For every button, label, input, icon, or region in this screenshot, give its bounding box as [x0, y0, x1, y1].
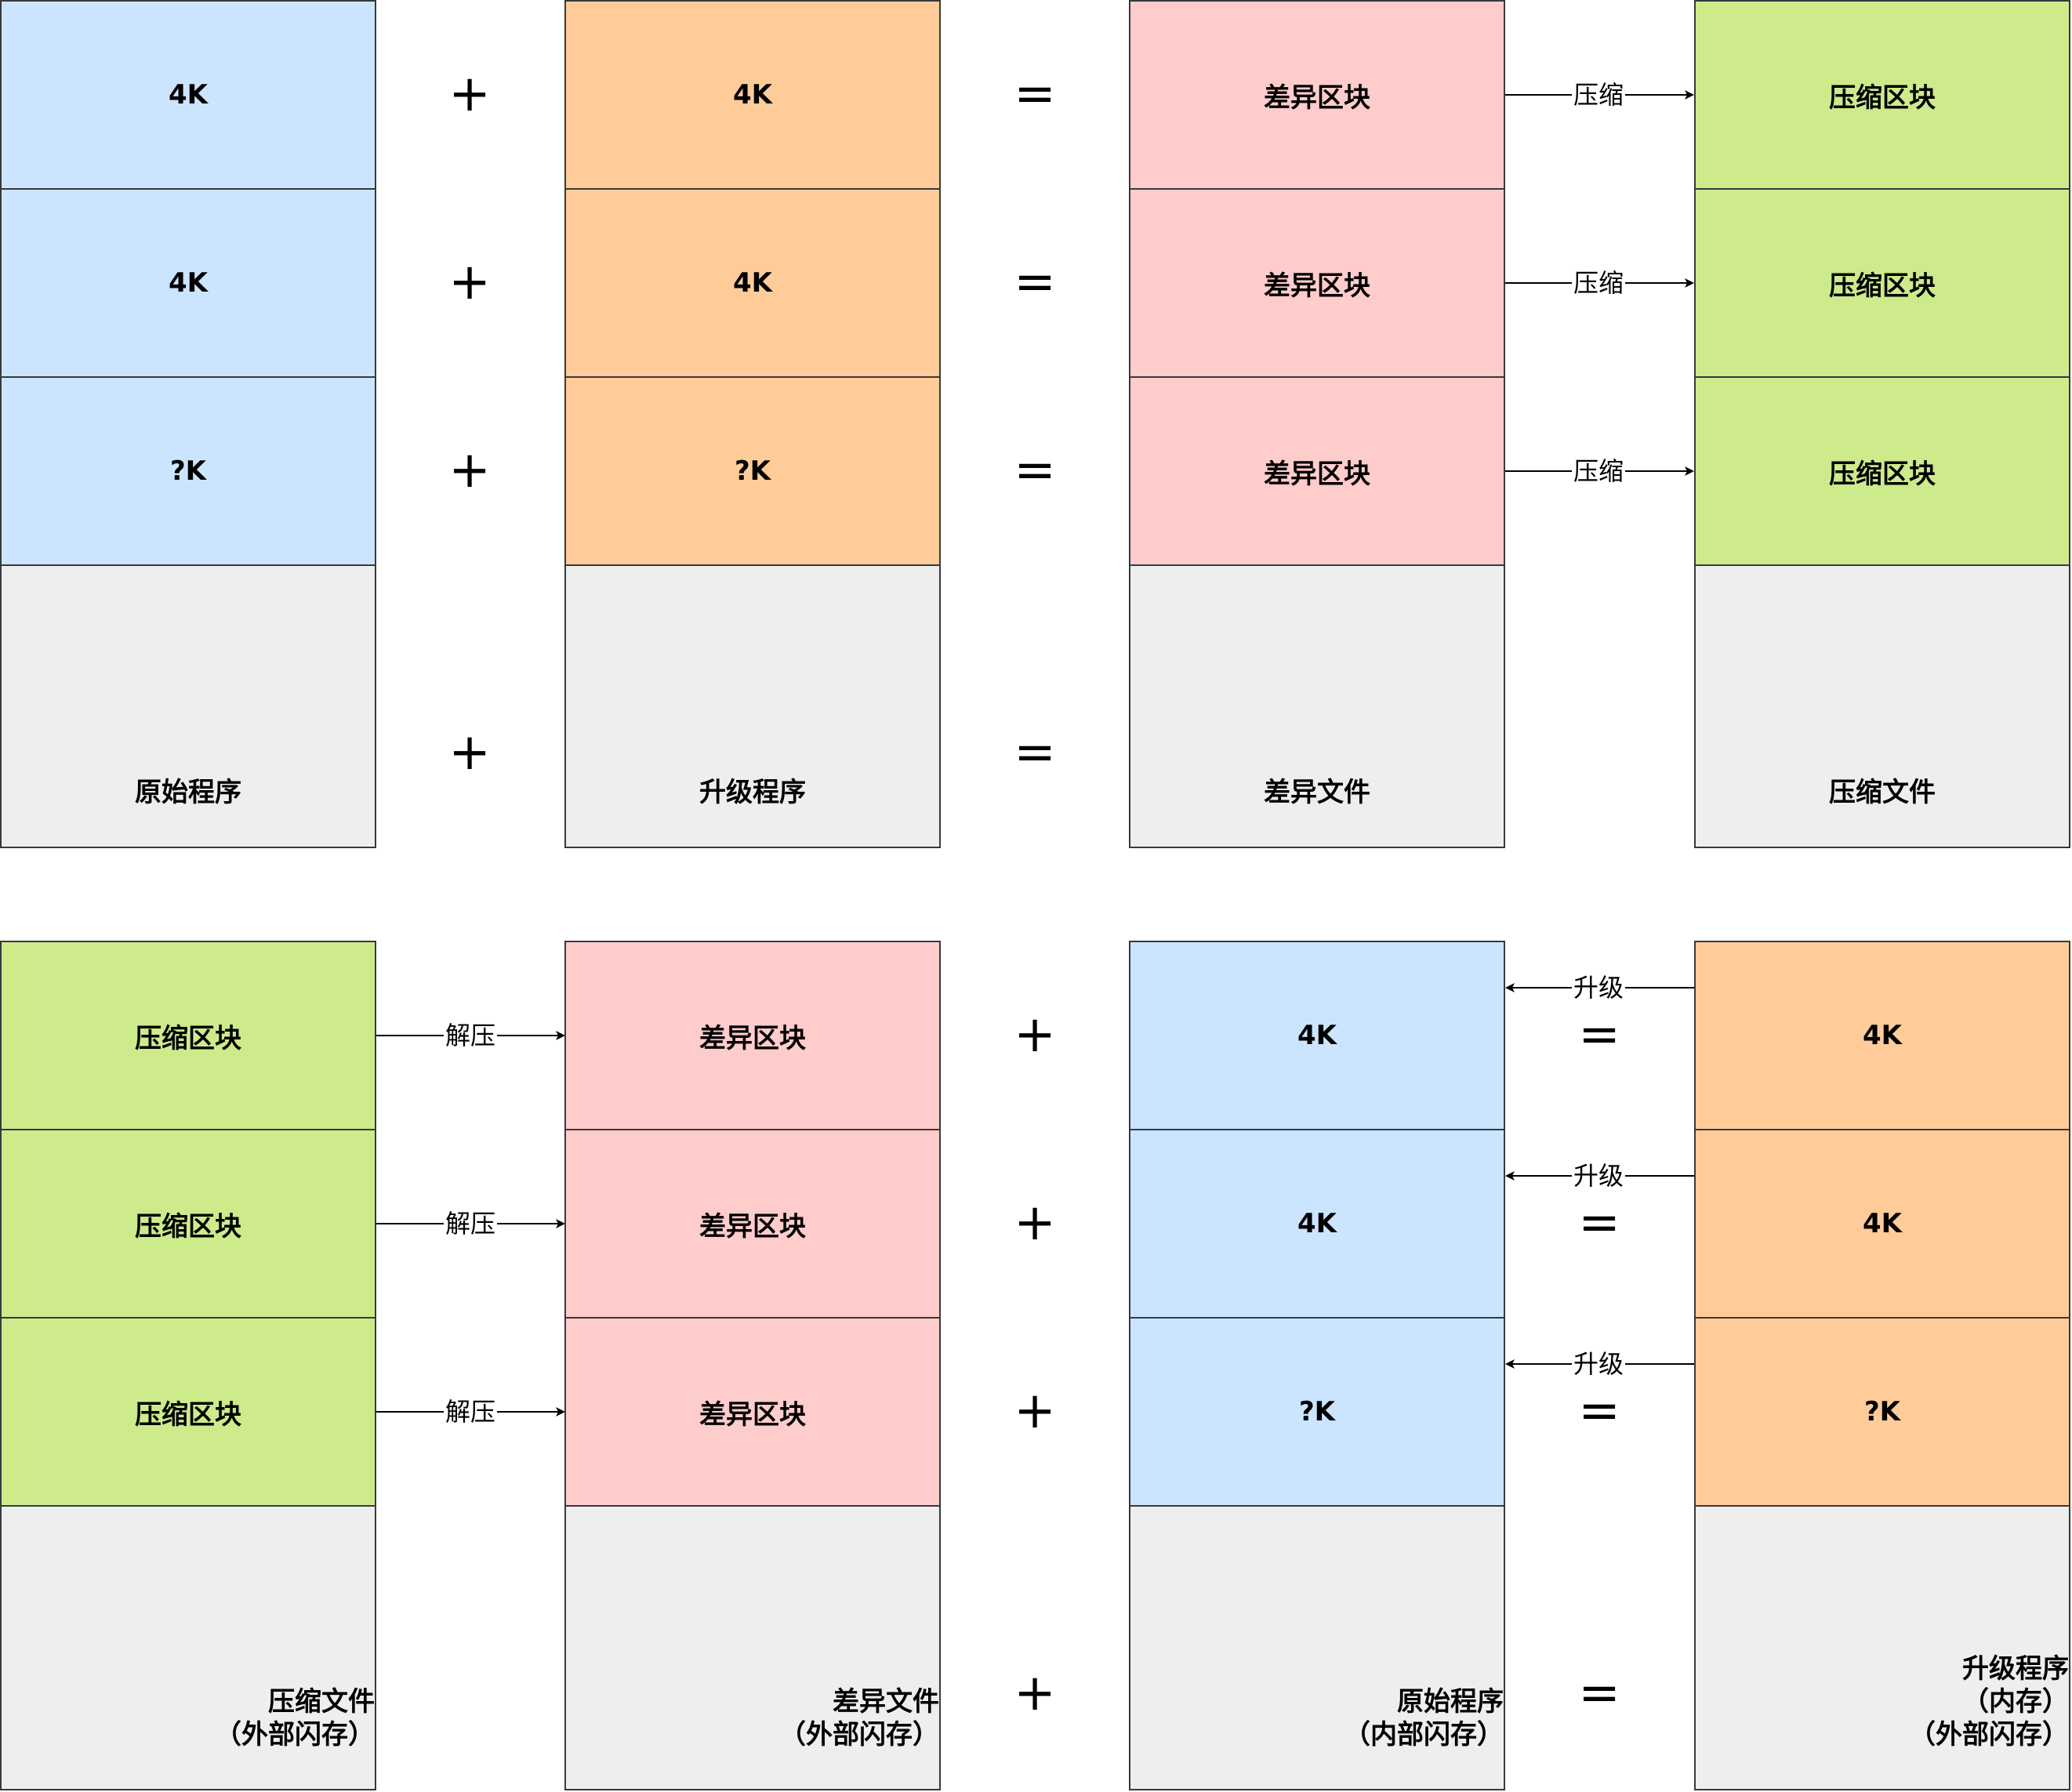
top-original-label: 原始程序: [0, 564, 376, 848]
bottom-equals-4: =: [1578, 1664, 1620, 1722]
bottom-original-label-line1: 原始程序: [1397, 1686, 1504, 1718]
bottom-diff-label-line1: 差异文件: [833, 1686, 939, 1718]
bottom-upgrade-label-line2: （内存）: [1962, 1686, 2069, 1718]
top-equals-2: =: [1014, 253, 1056, 311]
top-compress-label-1: 压缩: [1572, 80, 1626, 110]
bottom-upgrade-block-2: 4K: [1694, 1129, 2070, 1319]
top-compressed-block-3: 压缩区块: [1694, 376, 2070, 566]
top-compress-label-3: 压缩: [1572, 456, 1626, 486]
top-plus-1: +: [448, 65, 491, 123]
bottom-plus-3: +: [1014, 1382, 1056, 1440]
top-equals-1: =: [1014, 65, 1056, 123]
bottom-upgrade-label: 升级程序 （内存） （外部闪存）: [1694, 1505, 2070, 1790]
top-equals-3: =: [1014, 441, 1056, 499]
bottom-decompress-label-3: 解压: [444, 1397, 498, 1427]
bottom-equals-2: =: [1578, 1194, 1620, 1252]
top-compressed-label: 压缩文件: [1694, 564, 2070, 848]
top-upgrade-block-2: 4K: [564, 188, 941, 378]
bottom-compressed-block-3: 压缩区块: [0, 1317, 376, 1507]
bottom-upgrade-label-line1: 升级程序: [1962, 1653, 2069, 1685]
bottom-diff-block-3: 差异区块: [564, 1317, 941, 1507]
bottom-diff-label: 差异文件 （外部闪存）: [564, 1505, 941, 1790]
bottom-upgrade-block-3: ?K: [1694, 1317, 2070, 1507]
top-diff-block-2: 差异区块: [1129, 188, 1505, 378]
top-compress-label-2: 压缩: [1572, 268, 1626, 298]
top-upgrade-label: 升级程序: [564, 564, 941, 848]
bottom-compressed-label-line1: 压缩文件: [268, 1686, 375, 1718]
bottom-plus-1: +: [1014, 1006, 1056, 1064]
bottom-compressed-block-2: 压缩区块: [0, 1129, 376, 1319]
bottom-equals-3: =: [1578, 1382, 1620, 1440]
bottom-plus-2: +: [1014, 1194, 1056, 1252]
bottom-original-label: 原始程序 （内部闪存）: [1129, 1505, 1505, 1790]
bottom-upgrade-label-2: 升级: [1572, 1161, 1626, 1191]
top-compressed-block-2: 压缩区块: [1694, 188, 2070, 378]
top-diff-block-1: 差异区块: [1129, 0, 1505, 190]
bottom-original-block-2: 4K: [1129, 1129, 1505, 1319]
bottom-decompress-label-1: 解压: [444, 1021, 498, 1050]
bottom-compressed-label: 压缩文件 （外部闪存）: [0, 1505, 376, 1790]
bottom-upgrade-label-line3: （外部闪存）: [1909, 1719, 2069, 1750]
top-original-block-1: 4K: [0, 0, 376, 190]
top-equals-4: =: [1014, 724, 1056, 782]
top-plus-3: +: [448, 441, 491, 499]
top-diff-label: 差异文件: [1129, 564, 1505, 848]
bottom-upgrade-label-3: 升级: [1572, 1349, 1626, 1379]
bottom-plus-4: +: [1014, 1664, 1056, 1722]
bottom-upgrade-label-1: 升级: [1572, 973, 1626, 1003]
top-plus-2: +: [448, 253, 491, 311]
bottom-original-label-line2: （内部闪存）: [1344, 1719, 1504, 1750]
top-diff-block-3: 差异区块: [1129, 376, 1505, 566]
bottom-equals-1: =: [1578, 1006, 1620, 1064]
top-upgrade-block-3: ?K: [564, 376, 941, 566]
bottom-diff-label-line2: （外部闪存）: [779, 1719, 939, 1750]
top-plus-4: +: [448, 724, 491, 782]
bottom-decompress-label-2: 解压: [444, 1209, 498, 1239]
bottom-original-block-1: 4K: [1129, 941, 1505, 1130]
top-upgrade-block-1: 4K: [564, 0, 941, 190]
bottom-compressed-label-line2: （外部闪存）: [215, 1719, 375, 1750]
top-original-block-3: ?K: [0, 376, 376, 566]
bottom-diff-block-2: 差异区块: [564, 1129, 941, 1319]
bottom-compressed-block-1: 压缩区块: [0, 941, 376, 1130]
